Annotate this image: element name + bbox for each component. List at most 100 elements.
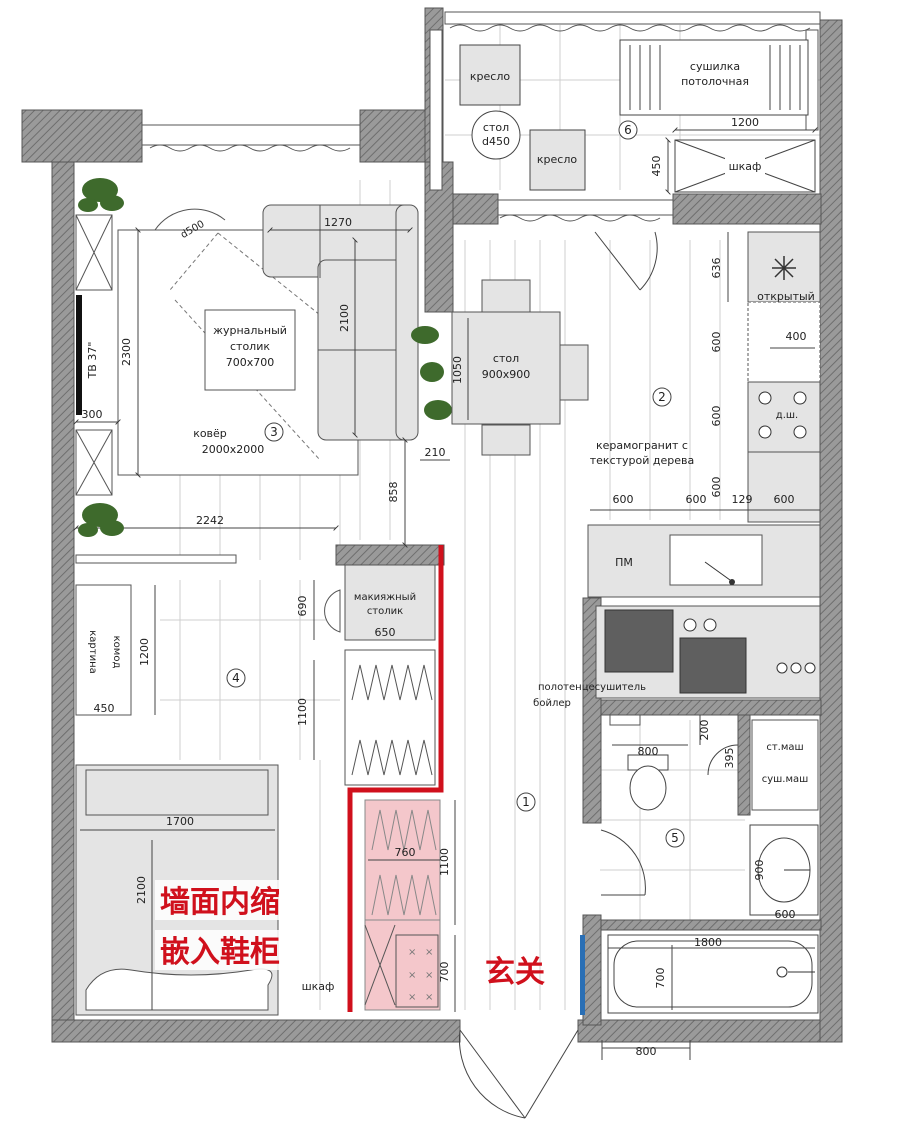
sink-dim-600: 600 <box>775 908 796 921</box>
bath-dim-395: 395 <box>723 748 736 769</box>
bathroom-door-dim-800: 800 <box>636 1045 657 1058</box>
kitchen-bottom-dim-1: 600 <box>613 493 634 506</box>
bath-dim-200: 200 <box>698 720 711 741</box>
plant-icon <box>411 326 452 420</box>
hob <box>747 381 821 453</box>
bathroom: 800 200 395 ст.маш суш.маш 5 900 600 180 <box>600 714 819 1060</box>
room-number-4: 4 <box>232 671 240 685</box>
shoe-dim-1100: 1100 <box>438 848 451 876</box>
dishwasher-short-label: ПМ <box>615 556 633 569</box>
svg-text:×: × <box>408 947 416 958</box>
makeup-label-2: столик <box>367 606 403 617</box>
kitchen-dim-600a: 600 <box>710 332 723 353</box>
dresser-label-1: картина <box>87 630 98 674</box>
washer-dryer <box>751 719 819 811</box>
dishwasher-label: д.ш. <box>776 410 798 421</box>
room-number-1: 1 <box>522 795 530 809</box>
svg-text:×: × <box>408 970 416 981</box>
open-shelf-label: открытый <box>757 290 815 303</box>
floor-label-2: текстурой дерева <box>590 454 695 467</box>
rug-label-2: 2000х2000 <box>202 443 265 456</box>
rug-label-1: ковёр <box>193 427 227 440</box>
floor-label-1: керамогранит с <box>596 439 688 452</box>
bedroom-dim-690: 690 <box>296 596 309 617</box>
svg-text:×: × <box>408 992 416 1003</box>
bathtub-dim-700: 700 <box>654 968 667 989</box>
bedroom-dim-1100: 1100 <box>296 698 309 726</box>
tv-icon <box>76 295 82 415</box>
sink-dim-900: 900 <box>753 860 766 881</box>
balcony-table-label: стол <box>483 121 509 134</box>
room-number-6: 6 <box>624 123 632 137</box>
dryer-label-1: сушилка <box>690 60 740 73</box>
sofa-dim-1270: 1270 <box>324 216 352 229</box>
coffee-table-label-3: 700х700 <box>226 356 275 369</box>
annotation-recessed-wall: 墙面内缩 <box>160 885 280 920</box>
wardrobe-label: шкаф <box>302 980 335 993</box>
makeup-dim-650: 650 <box>375 626 396 639</box>
kitchen-dim-636: 636 <box>710 258 723 279</box>
dining-dim-1050: 1050 <box>451 356 464 384</box>
living-room: d500 1270 2100 журнальный столик 700х700… <box>73 178 452 548</box>
living-dim-2242: 2242 <box>196 514 224 527</box>
balcony-dim-1200: 1200 <box>731 116 759 129</box>
living-dim-2300: 2300 <box>120 338 133 366</box>
towel-label-1: полотенцесушитель <box>538 682 646 693</box>
dresser <box>75 584 132 716</box>
svg-text:×: × <box>425 970 433 981</box>
dining-table-label-1: стол <box>493 352 519 365</box>
svg-text:×: × <box>425 992 433 1003</box>
kitchen-dim-600b: 600 <box>710 406 723 427</box>
sofa-dim-2100: 2100 <box>338 304 351 332</box>
plant-icon <box>78 178 124 212</box>
washer-label: ст.маш <box>766 742 803 753</box>
microwave <box>679 637 747 694</box>
shoe-dim-700: 700 <box>438 962 451 983</box>
coffee-table <box>204 309 296 391</box>
kitchen-dim-400: 400 <box>786 330 807 343</box>
armchair-2-label: кресло <box>537 153 577 166</box>
balcony-cabinet-label: шкаф <box>729 160 762 173</box>
makeup-label-1: макияжный <box>354 592 416 603</box>
svg-text:×: × <box>425 947 433 958</box>
tv-label: ТВ 37" <box>86 342 99 380</box>
coffee-table-label-2: столик <box>230 340 270 353</box>
bed-dim-2100: 2100 <box>135 876 148 904</box>
bathtub-dim-1800: 1800 <box>694 936 722 949</box>
balcony-armchair-1 <box>459 44 521 106</box>
dining-table <box>451 311 561 425</box>
bedroom: макияжный столик 650 690 1100 картина ко… <box>75 554 436 1016</box>
coffee-table-label-1: журнальный <box>213 324 287 337</box>
kitchen: стол 900х900 1050 керамогранит с текстур… <box>451 231 821 699</box>
red-wall-highlight <box>347 545 444 1012</box>
dresser-dim-450: 450 <box>94 702 115 715</box>
bed-dim-1700: 1700 <box>166 815 194 828</box>
room-number-3: 3 <box>270 425 278 439</box>
room-number-5: 5 <box>671 831 679 845</box>
dryer-label-2: потолочная <box>681 75 749 88</box>
room-number-2: 2 <box>658 390 666 404</box>
plant-icon <box>78 503 124 537</box>
balcony-dim-450: 450 <box>650 156 663 177</box>
annotation-entrance: 玄关 <box>485 955 545 990</box>
balcony-round-table <box>471 110 521 160</box>
oven <box>604 609 674 673</box>
kitchen-sink <box>669 534 763 586</box>
snowflake-icon <box>772 256 796 280</box>
toilet-icon <box>627 754 669 811</box>
hall: ×× ×× ×× 760 1100 700 шкаф полотенцесуши… <box>155 545 646 1119</box>
armchair-1-label: кресло <box>470 70 510 83</box>
annotation-built-in-shoe-cabinet: 嵌入鞋柜 <box>160 935 280 970</box>
dresser-dim-1200: 1200 <box>138 638 151 666</box>
balcony-table-size: d450 <box>482 135 510 148</box>
windows <box>141 11 821 222</box>
door-swing-icon <box>458 1029 579 1119</box>
sink-icon <box>749 824 819 916</box>
balcony-armchair-2 <box>529 129 586 191</box>
kitchen-bottom-dim-3: 129 <box>732 493 753 506</box>
dryer-label: суш.маш <box>762 774 809 785</box>
balcony: кресло кресло стол d450 сушилка потолочн… <box>459 39 818 195</box>
towel-label-2: бойлер <box>533 698 571 709</box>
dining-table-label-2: 900х900 <box>482 368 531 381</box>
